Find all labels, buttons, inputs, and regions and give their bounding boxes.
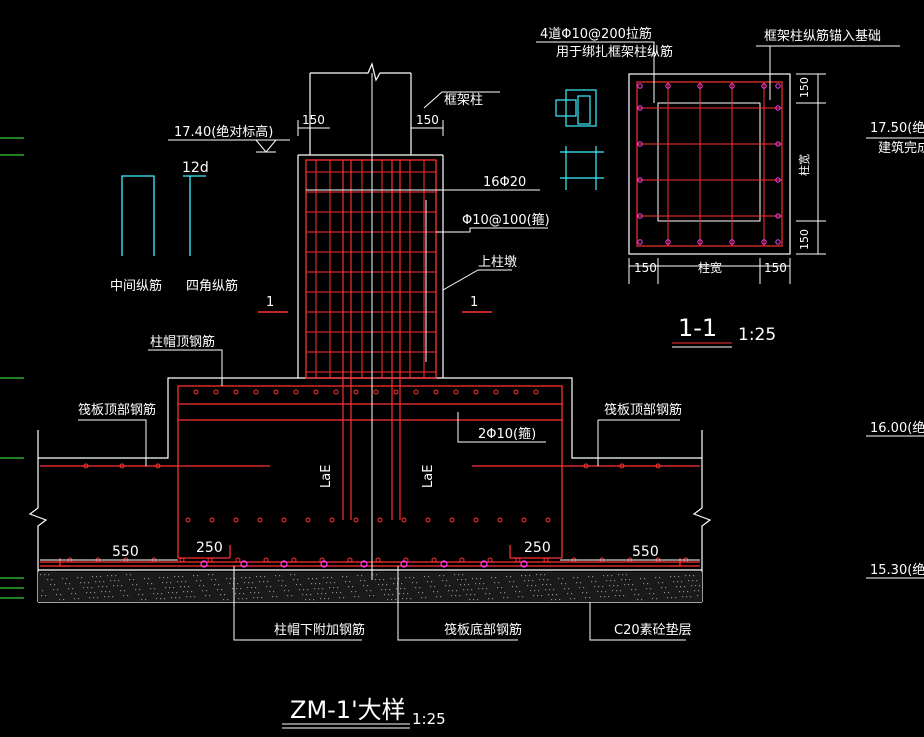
- label-raft-top-right: 筏板顶部钢筋: [604, 402, 682, 418]
- bar-hook-sketches: [121, 175, 206, 256]
- leader-lines: [40, 91, 700, 729]
- label-mid-bar: 中间纵筋: [110, 278, 162, 294]
- rebar-dots: [67, 389, 689, 568]
- section-scale: 1:25: [738, 325, 776, 345]
- label-cushion: C20素砼垫层: [614, 622, 692, 638]
- label-raft-bottom-bar: 筏板底部钢筋: [444, 622, 522, 638]
- note-anchor: 框架柱纵筋锚入基础: [764, 28, 881, 44]
- label-12d: 12d: [182, 160, 209, 176]
- main-scale: 1:25: [412, 710, 446, 728]
- label-stirrups: Φ10@100(箍): [462, 212, 550, 228]
- dim-250-right: 250: [524, 540, 551, 556]
- section-1-1: [536, 41, 900, 348]
- label-frame-column: 框架柱: [444, 93, 483, 108]
- sec-dim-right: 150: [764, 261, 787, 275]
- sec-dim-top: 150: [798, 77, 811, 98]
- label-corner-bar: 四角纵筋: [186, 278, 238, 294]
- section-title: 1-1: [678, 314, 717, 342]
- label-cap-top-bar: 柱帽顶钢筋: [150, 334, 215, 350]
- label-cap-add-bar: 柱帽下附加钢筋: [274, 622, 365, 638]
- drawing-texts: 框架柱 17.40(绝对标高) 12d 中间纵筋 四角纵筋 150 150 16…: [78, 26, 924, 728]
- dim-250-left: 250: [196, 540, 223, 556]
- label-cap-stirrup: 2Φ10(箍): [478, 426, 536, 442]
- dim-550-left: 550: [112, 544, 139, 560]
- right-elevation-lines: [866, 137, 924, 579]
- label-main-bars: 16Φ20: [483, 175, 526, 190]
- dim-550-right: 550: [632, 544, 659, 560]
- main-title: ZM-1'大样: [290, 696, 406, 724]
- left-edge-ticks: [0, 137, 24, 599]
- elev-1750-b: 建筑完成面: [878, 140, 924, 156]
- label-lae-right: LaE: [421, 465, 436, 488]
- note-tie-line1: 4道Φ10@200拉筋: [540, 26, 652, 42]
- reinforcement-main: [40, 159, 700, 567]
- dim-150-right: 150: [416, 113, 439, 127]
- column-rebar-grid: [306, 160, 436, 378]
- raft-slab-outline: [28, 62, 712, 603]
- label-upper-column: 上柱墩: [478, 255, 517, 270]
- sec-dim-left: 150: [634, 261, 657, 275]
- cushion-layer: [38, 572, 702, 602]
- sec-dim-bottom: 150: [798, 229, 811, 250]
- section-mark-right: 1: [470, 295, 478, 310]
- note-tie-line2: 用于绑扎框架柱纵筋: [556, 44, 673, 60]
- section-mark-left: 1: [266, 295, 274, 310]
- elev-1600: 16.00(绝对: [870, 420, 924, 436]
- label-elev-1740: 17.40(绝对标高): [174, 124, 273, 140]
- dim-150-left: 150: [302, 113, 325, 127]
- label-raft-top-left: 筏板顶部钢筋: [78, 402, 156, 418]
- elev-1750: 17.50(绝对: [870, 120, 924, 136]
- sec-width-label: 柱宽: [698, 260, 722, 275]
- label-lae-left: LaE: [319, 465, 334, 488]
- sec-height-label: 柱宽: [797, 154, 811, 176]
- column-longitudinal-bars: [342, 160, 401, 520]
- elev-1530: 15.30(绝对: [870, 562, 924, 578]
